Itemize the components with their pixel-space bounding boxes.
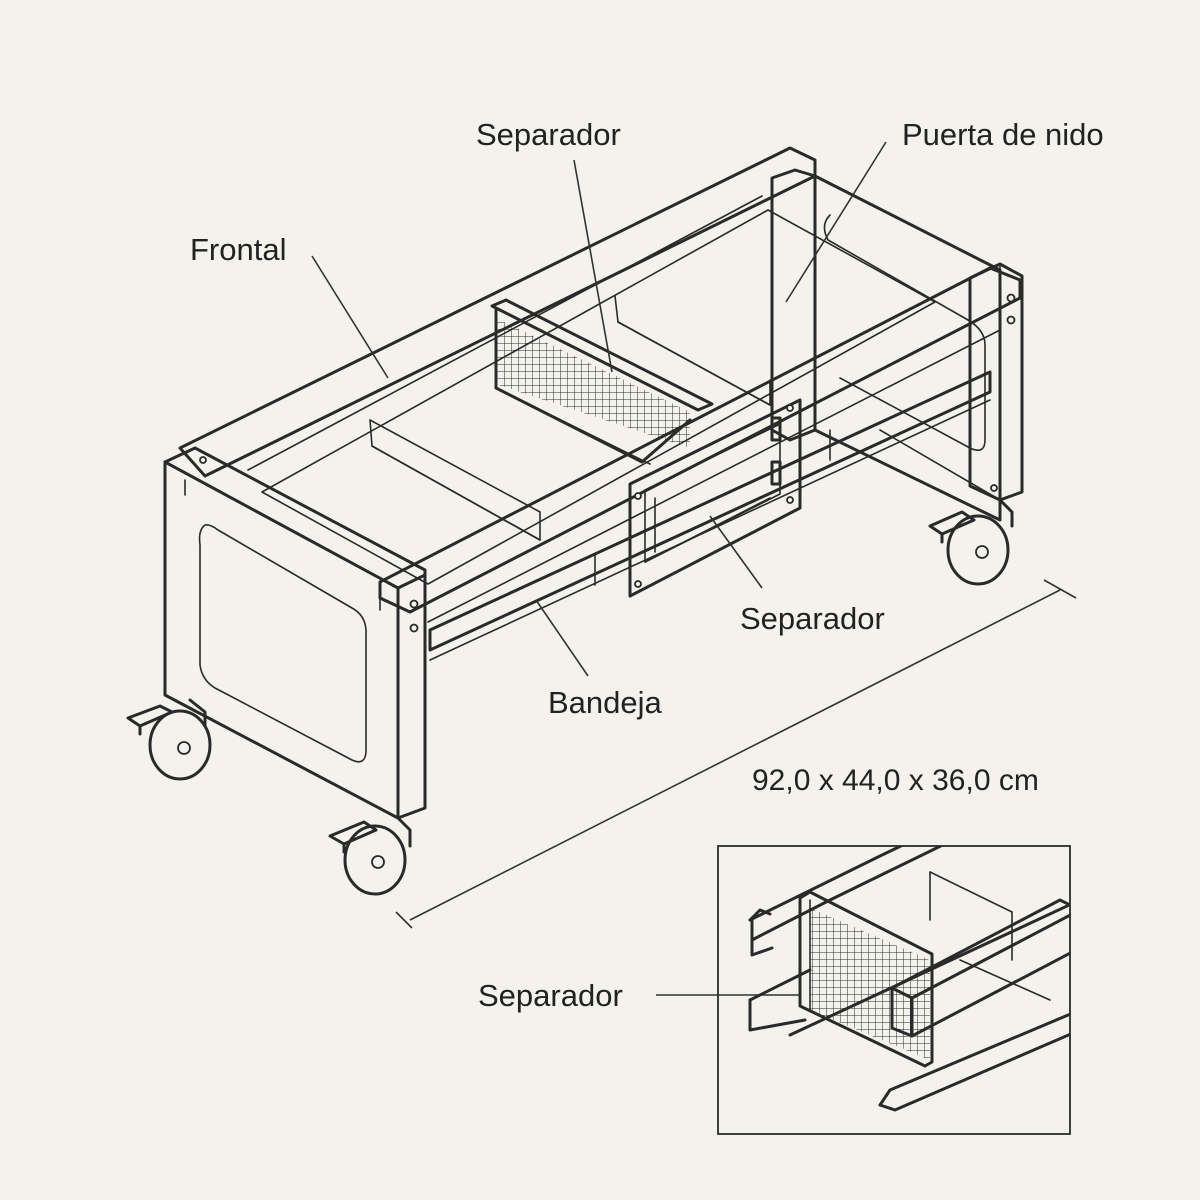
detail-frame <box>717 845 1071 1135</box>
label-frontal: Frontal <box>190 232 287 267</box>
front-rail <box>378 266 1022 623</box>
back-frame <box>178 146 1002 522</box>
label-dimensions: 92,0 x 44,0 x 36,0 cm <box>752 764 1039 797</box>
label-separador-mid: Separador <box>740 601 885 636</box>
tray <box>247 195 992 661</box>
caster-front-right <box>328 816 412 896</box>
detail-drawing <box>748 846 1070 1112</box>
label-puerta-de-nido: Puerta de nido <box>902 117 1104 152</box>
left-end-frame <box>163 446 427 820</box>
label-separador-detail: Separador <box>478 978 623 1013</box>
right-end-frame <box>879 262 1024 502</box>
nest-door <box>628 398 802 598</box>
caster-back-right <box>928 498 1014 586</box>
label-separador-top: Separador <box>476 117 621 152</box>
caster-front-left <box>126 698 212 781</box>
label-bandeja: Bandeja <box>548 685 662 720</box>
mesh-separator <box>490 298 714 465</box>
leader-lines <box>311 141 887 996</box>
dimension-line <box>395 579 1077 929</box>
